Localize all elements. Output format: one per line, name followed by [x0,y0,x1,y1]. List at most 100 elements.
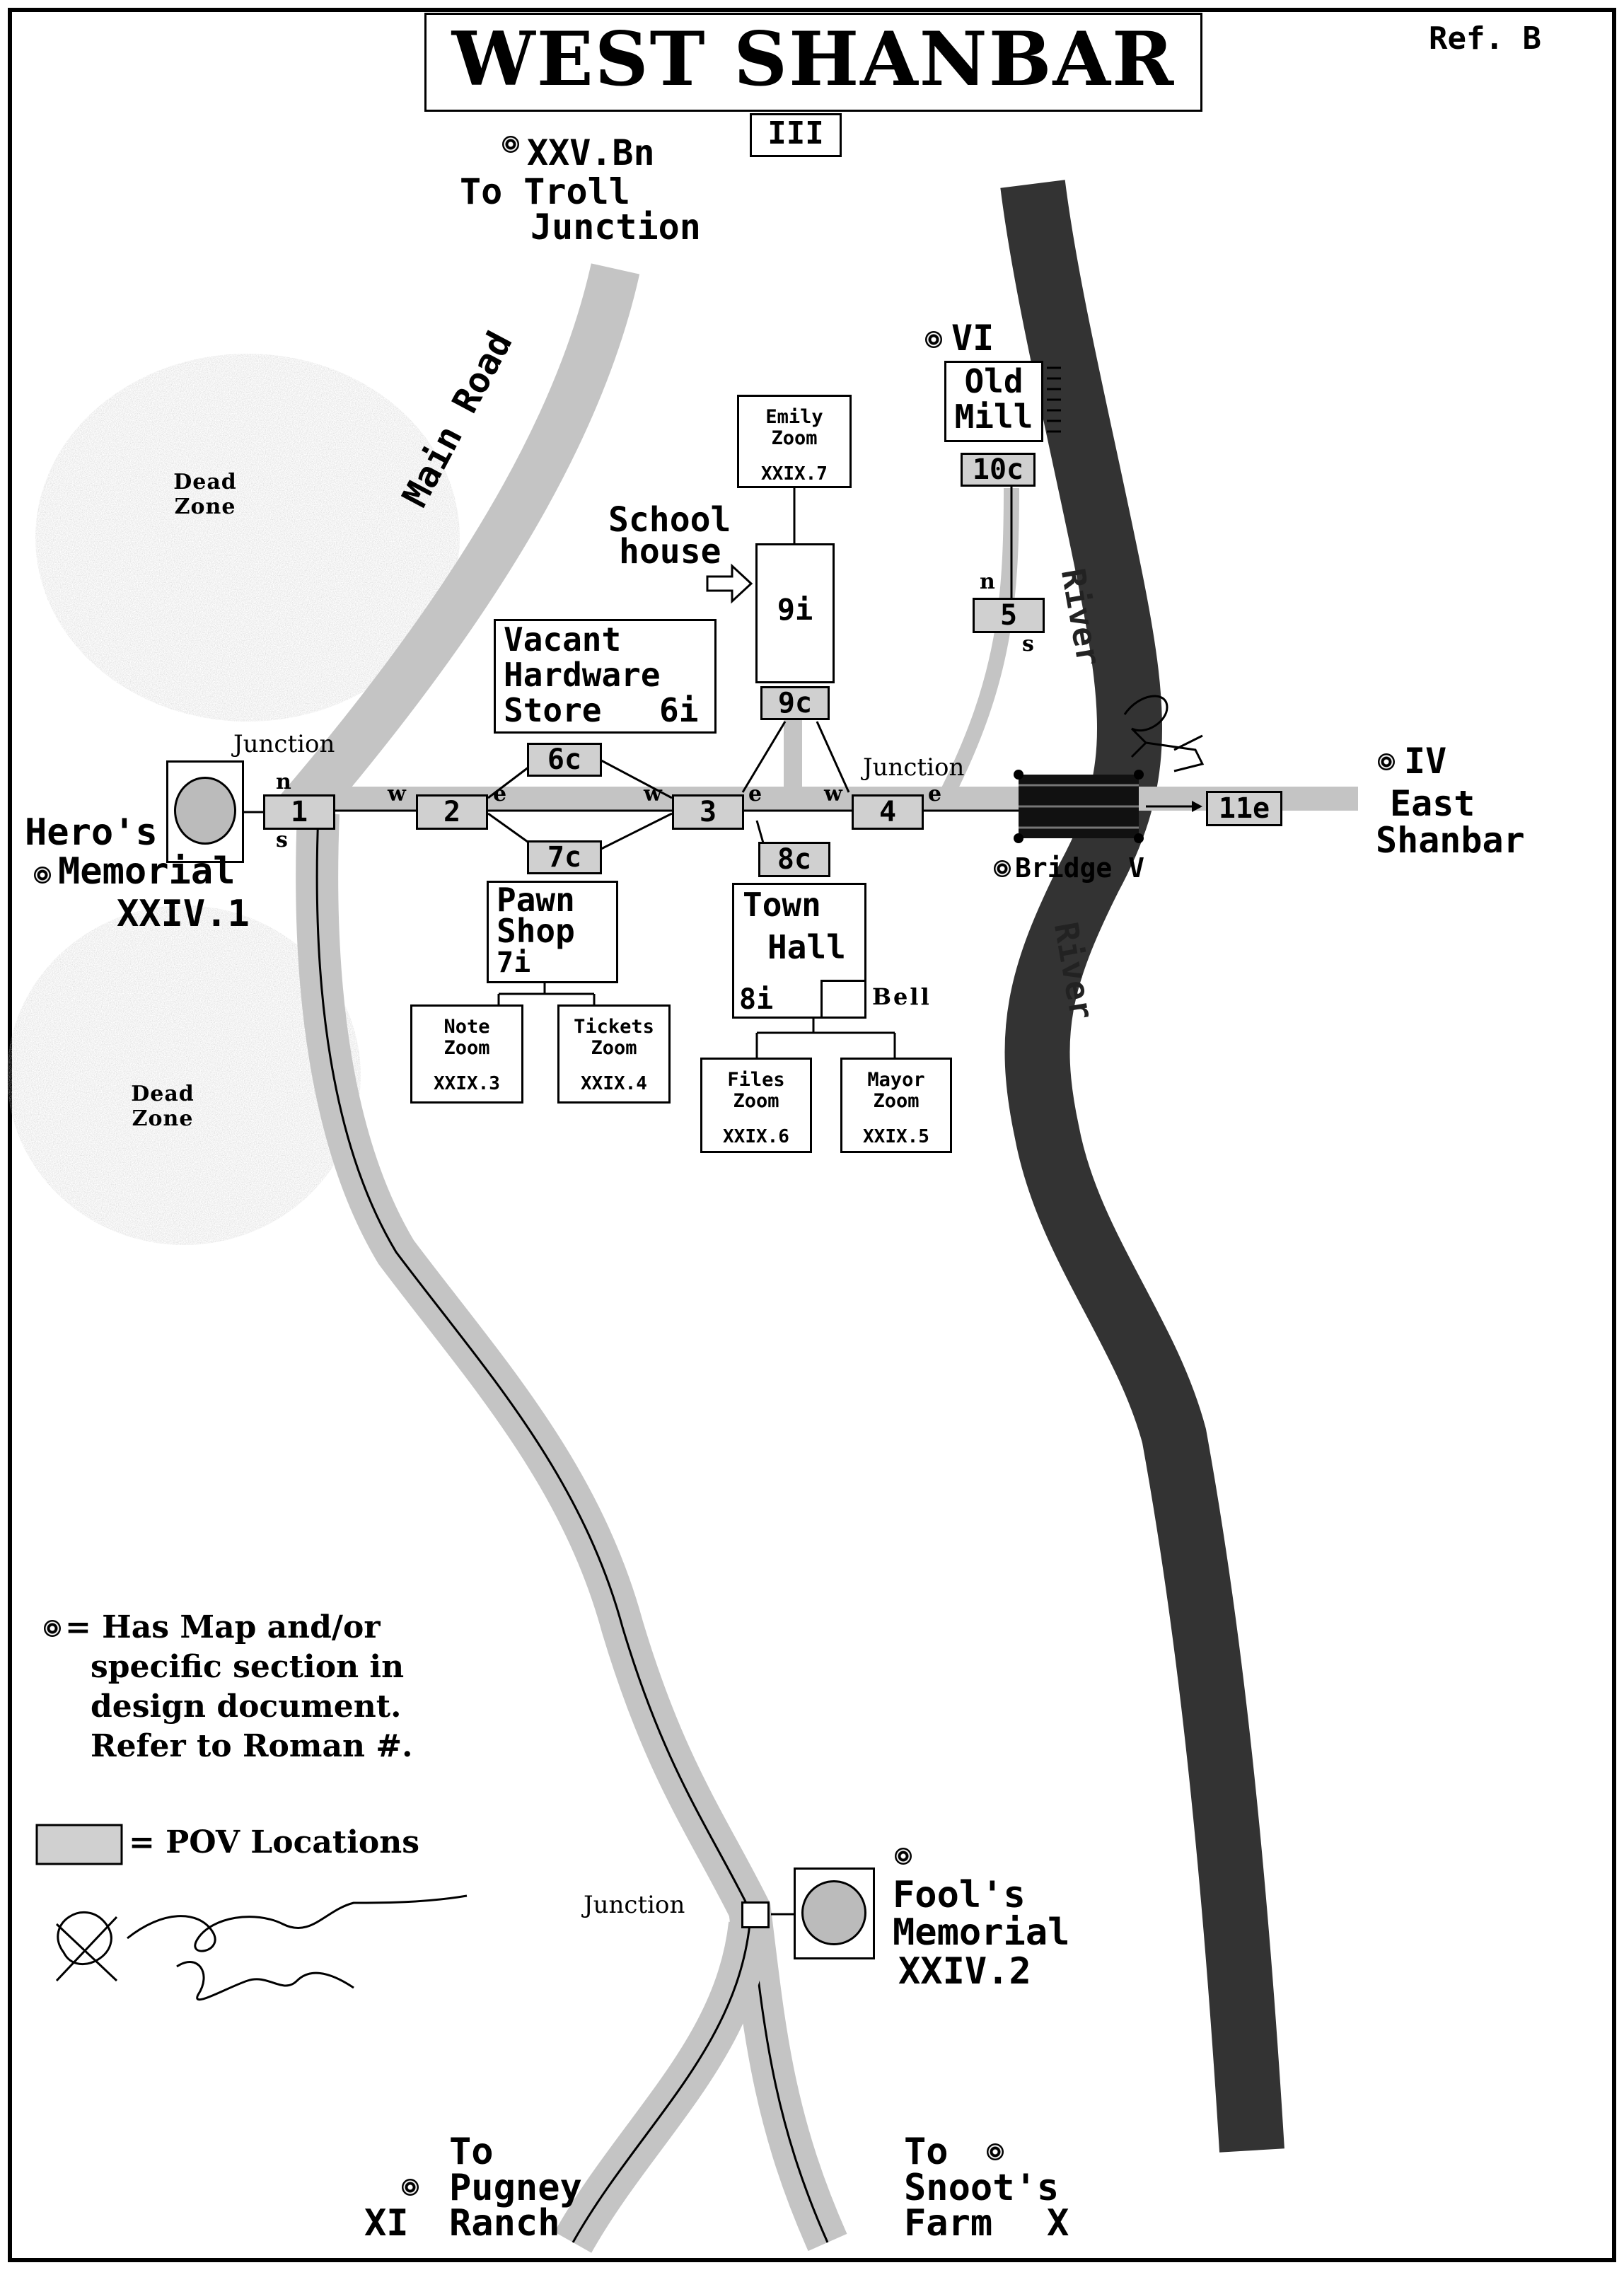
pawn-shop-line1: Pawn [497,881,575,919]
legend-pov-text: = POV Locations [129,1824,420,1860]
dead-zone-upper: Dead Zone [149,470,262,519]
bell-label: Bell [872,983,932,1010]
se-exit-line2[interactable]: Snoot's [904,2167,1060,2209]
mayor-zoom-box[interactable]: Mayor Zoom XXIX.5 [840,1058,952,1153]
sw-exit-line2[interactable]: Pugney [449,2167,582,2209]
region-number: III [767,115,824,151]
pov-node-7c[interactable]: 7c [527,840,602,874]
node1-south-label: s [276,828,288,852]
files-zoom-line2: Zoom [733,1089,779,1112]
pawn-shop-box[interactable] [487,881,618,983]
junction-label-4: Junction [863,753,965,782]
hardware-store-line1: Vacant [504,620,622,659]
node4-east-label: e [928,782,942,806]
pov-node-11e[interactable]: 11e [1206,791,1282,826]
town-hall-line2: Hall [767,928,846,966]
files-zoom-box[interactable]: Files Zoom XXIX.6 [700,1058,812,1153]
emily-zoom-line2: Zoom [771,427,818,449]
node2-west-label: w [388,782,406,806]
legend-pov-swatch [35,1824,123,1865]
south-junction-node[interactable] [741,1901,770,1928]
dead-zone-upper-line2: Zone [174,494,236,519]
note-zoom-line2: Zoom [443,1036,490,1059]
mayor-zoom-ref: XXIX.5 [863,1126,929,1148]
pov-node-10c[interactable]: 10c [961,453,1036,487]
old-mill-line2: Mill [954,398,1033,436]
legend-marker-line2: specific section in [91,1649,405,1685]
town-hall-line1: Town [743,886,821,924]
pov-node-8c[interactable]: 8c [758,842,830,877]
east-arrow-icon [1192,801,1202,812]
hero-memorial-line2: Memorial [58,850,236,893]
mill-road [941,487,1019,796]
north-exit-label-1[interactable]: To Troll [460,171,630,212]
mill-wheel-icon [1047,366,1061,433]
town-hall-box[interactable] [732,883,866,1019]
school-arrow-icon [706,563,753,604]
pawn-shop-code: 7i [497,946,531,979]
dead-zone-lower-area [7,905,361,1245]
north-exit-label-2[interactable]: Junction [530,207,701,248]
fool-memorial-line2: Memorial [893,1911,1070,1954]
se-exit-line1[interactable]: To [904,2131,949,2173]
pov-node-5[interactable]: 5 [973,598,1045,633]
title-box [424,13,1202,112]
pov-node-6c[interactable]: 6c [527,743,602,777]
pov-node-3[interactable]: 3 [672,794,744,830]
pov-node-2[interactable]: 2 [416,794,488,830]
tickets-zoom-line2: Zoom [591,1036,637,1059]
east-exit-line2[interactable]: Shanbar [1376,820,1525,861]
node5-south-label: s [1022,632,1034,656]
main-road-south-line [315,813,829,2243]
sw-exit-ref: XI [364,2202,409,2245]
legend-marker-line4: Refer to Roman #. [91,1728,413,1764]
junction-label-south: Junction [584,1891,685,1919]
east-exit-line1[interactable]: East [1390,783,1475,824]
note-zoom-ref: XXIX.3 [434,1073,500,1095]
node4-west-label: w [824,782,842,806]
fool-memorial-ref: XXIV.2 [898,1950,1031,1993]
sw-exit-line1[interactable]: To [449,2131,494,2173]
region-number-box [750,113,842,157]
emily-zoom-line1: Emily [765,406,823,428]
se-exit-line3[interactable]: Farm [904,2202,993,2245]
fool-memorial-icon [801,1880,866,1945]
old-mill-box[interactable] [944,361,1043,442]
node1-north-label: n [276,770,291,794]
hardware-store-line2: Hardware [504,656,661,694]
hardware-store-line3: Store [504,691,602,729]
dead-zone-upper-line1: Dead [173,470,237,494]
files-zoom-line1: Files [727,1069,785,1091]
mayor-zoom-line2: Zoom [873,1089,920,1112]
dead-zone-upper-area [35,354,460,722]
river [1000,180,1284,2153]
north-exit-ref: XXV.Bn [527,132,655,173]
emily-zoom-ref: XXIX.7 [761,463,828,485]
se-exit-marker-icon [987,2143,1004,2160]
town-hall-code: 8i [739,983,774,1016]
hero-memorial-ref: XXIV.1 [117,893,250,935]
tickets-zoom-box[interactable]: Tickets Zoom XXIX.4 [557,1004,671,1104]
se-exit-ref: X [1047,2202,1069,2245]
pov-node-1[interactable]: 1 [263,794,335,830]
pov-node-9c[interactable]: 9c [760,686,830,720]
note-zoom-box[interactable]: Note Zoom XXIX.3 [410,1004,523,1104]
hero-memorial-marker-icon [34,867,51,884]
hardware-store-box[interactable] [494,619,717,734]
bridge-icon [1014,770,1144,843]
school-house-box[interactable] [755,543,835,683]
node3-west-label: w [644,782,662,806]
legend-marker-icon [44,1620,61,1637]
junction-label-1: Junction [233,730,335,758]
sw-exit-line3[interactable]: Ranch [449,2202,560,2245]
school-house-line1: School [608,500,731,540]
main-road-north [278,263,640,830]
note-zoom-line1: Note [443,1016,490,1038]
emily-zoom-box[interactable]: Emily Zoom XXIX.7 [737,395,852,488]
troll-sketch-icon [1123,695,1205,772]
node5-north-label: n [980,569,995,594]
node2-east-label: e [493,782,507,806]
pov-node-4[interactable]: 4 [852,794,924,830]
old-mill-marker-icon [925,331,942,348]
bell-box[interactable] [820,980,866,1019]
